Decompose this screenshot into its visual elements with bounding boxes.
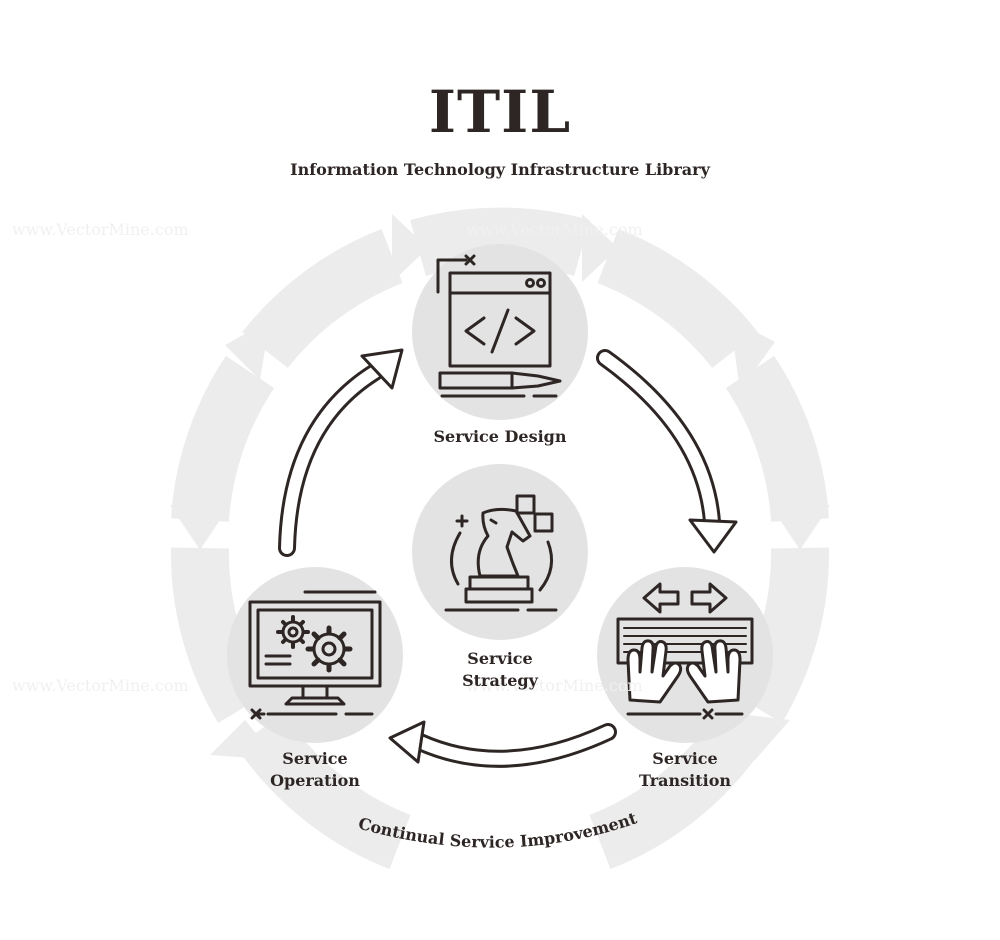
keyboard-hands-icon bbox=[616, 582, 754, 720]
strategy-label-line2: Strategy bbox=[462, 671, 538, 690]
page-subtitle: Information Technology Infrastructure Li… bbox=[290, 160, 710, 179]
design-label: Service Design bbox=[400, 426, 600, 448]
watermark-text: www.VectorMine.com bbox=[12, 676, 189, 695]
cycle-arrows bbox=[278, 348, 738, 768]
chess-knight-icon bbox=[444, 494, 558, 612]
continual-improvement-ring bbox=[170, 207, 830, 870]
monitor-gears-icon bbox=[248, 590, 382, 720]
strategy-circle bbox=[412, 464, 588, 640]
transition-circle bbox=[597, 567, 773, 743]
transition-label: Service Transition bbox=[605, 748, 765, 792]
arrow-transition-to-operation bbox=[388, 720, 617, 768]
operation-label: Service Operation bbox=[235, 748, 395, 792]
transition-label-line1: Service bbox=[652, 749, 718, 768]
watermark-text: www.VectorMine.com bbox=[466, 676, 643, 695]
operation-label-line1: Service bbox=[282, 749, 348, 768]
watermark-text: www.VectorMine.com bbox=[12, 220, 189, 239]
design-label-text: Service Design bbox=[433, 427, 567, 446]
operation-label-line2: Operation bbox=[270, 771, 360, 790]
strategy-label-line1: Service bbox=[467, 649, 533, 668]
arrow-operation-to-design bbox=[278, 348, 404, 557]
arrow-design-to-transition bbox=[596, 349, 738, 554]
watermark-text: www.VectorMine.com bbox=[466, 220, 643, 239]
code-window-icon bbox=[436, 254, 562, 398]
strategy-label: Service Strategy bbox=[420, 648, 580, 692]
page-title: ITIL bbox=[428, 78, 572, 146]
transition-label-line2: Transition bbox=[638, 771, 732, 790]
